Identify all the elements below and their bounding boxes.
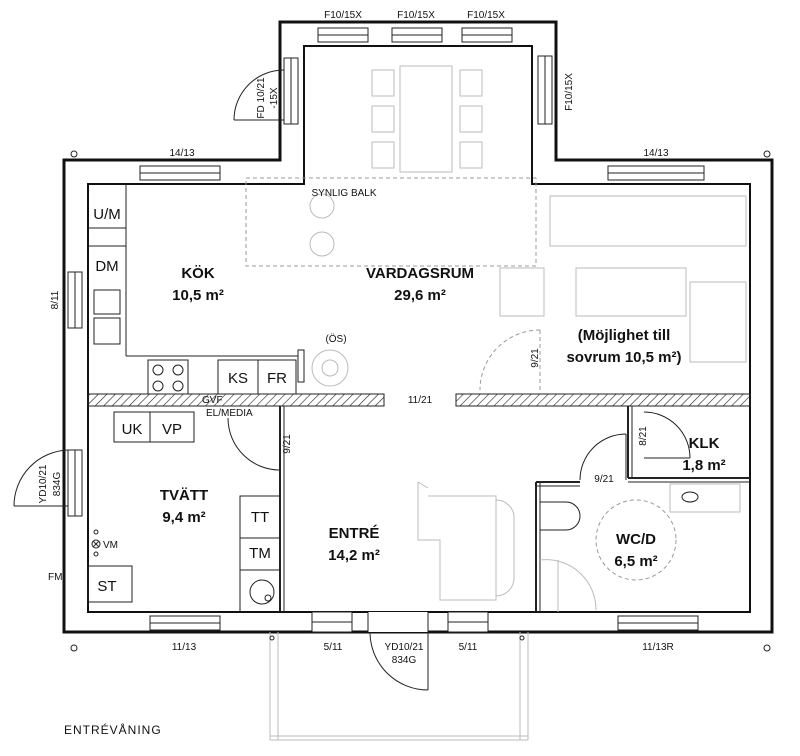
kitchen-counter: [88, 184, 305, 395]
fixture-os: (ÖS): [325, 333, 346, 345]
outer-wall-inner: [87, 45, 751, 613]
fixture-el-media: EL/MEDIA: [206, 408, 253, 419]
window-label-bottom-mid-right: 5/11: [459, 642, 478, 653]
room-entre-name: ENTRÉ: [329, 525, 380, 542]
room-tvatt-name: TVÄTT: [160, 487, 208, 504]
fixture-ks: KS: [228, 370, 248, 387]
door-label-side-1: YD10/21: [38, 464, 49, 503]
fixture-st: ST: [97, 578, 116, 595]
porch: [269, 632, 529, 741]
door-label-bay-1: FD 10/21: [256, 77, 267, 119]
window-label-left-top: 14/13: [169, 148, 194, 159]
room-wcd-name: WC/D: [616, 531, 656, 548]
fixture-tt: TT: [251, 509, 269, 526]
door-label-front-1: YD10/21: [385, 642, 424, 653]
outer-wall-outer: [62, 20, 774, 634]
bay-dining-furniture: [371, 65, 483, 173]
fixture-gvf: GVF: [202, 395, 223, 406]
door-label-klk: 8/21: [638, 426, 649, 446]
fixture-vm: VM: [103, 540, 118, 551]
room-wcd-area: 6,5 m²: [614, 553, 657, 570]
fixture-tm: TM: [249, 545, 271, 562]
door-label-sovrum: 9/21: [530, 348, 541, 368]
window-label-bottom-left: 11/13: [172, 642, 197, 653]
window-label-top-2: F10/15X: [397, 10, 435, 21]
room-tvatt-area: 9,4 m²: [162, 509, 205, 526]
door-label-bay-2: -15X: [269, 87, 280, 108]
wc-fixtures: [539, 483, 741, 612]
floor-caption: ENTRÉVÅNING: [64, 722, 162, 737]
door-bay: [233, 69, 285, 121]
fixture-uk: UK: [122, 421, 143, 438]
fixture-fr: FR: [267, 370, 287, 387]
fixture-fm: FM: [48, 572, 62, 583]
entre-bench: [417, 481, 515, 601]
window-label-right-top: 14/13: [643, 148, 668, 159]
door-label-living-opening: 11/21: [408, 395, 433, 406]
door-front: [369, 631, 429, 691]
door-label-wc: 9/21: [594, 474, 614, 485]
window-top-2: [391, 27, 443, 43]
drain-icon: [249, 579, 275, 605]
window-label-top-1: F10/15X: [324, 10, 362, 21]
window-bottom-mid-left: [311, 611, 353, 633]
room-mojlighet-line1: (Möjlighet till: [578, 327, 670, 344]
window-label-bottom-right: 11/13R: [642, 642, 674, 653]
door-label-side-2: 834G: [52, 472, 63, 497]
window-left-side: [67, 271, 83, 329]
fixture-synlig-balk: SYNLIG BALK: [311, 188, 376, 199]
interior-wall-left: [87, 393, 385, 407]
room-vardagsrum-name: VARDAGSRUM: [366, 265, 474, 282]
window-side-door: [67, 449, 83, 517]
room-kok-area: 10,5 m²: [172, 287, 224, 304]
window-bay-door: [283, 57, 299, 125]
window-label-bottom-mid-left: 5/11: [324, 642, 343, 653]
room-klk-name: KLK: [689, 435, 720, 452]
os-fireplace: [311, 349, 349, 387]
room-kok-name: KÖK: [181, 265, 215, 282]
window-label-left-side: 8/11: [50, 290, 61, 309]
window-left-top: [139, 165, 221, 181]
window-right-bay: [537, 55, 553, 125]
door-entre: [227, 417, 281, 471]
window-bottom-left: [149, 615, 221, 631]
fixture-vp: VP: [162, 421, 182, 438]
door-wc: [579, 433, 627, 481]
window-bottom-mid-right: [447, 611, 489, 633]
room-entre-area: 14,2 m²: [328, 547, 380, 564]
window-label-top-3: F10/15X: [467, 10, 505, 21]
window-top-3: [461, 27, 513, 43]
door-sovrum: [479, 329, 541, 392]
window-bottom-right: [617, 615, 699, 631]
door-label-entre: 9/21: [282, 434, 293, 454]
fixture-um: U/M: [93, 206, 121, 223]
synlig-balk-beam: [245, 177, 537, 267]
interior-wall-right: [455, 393, 751, 407]
door-label-front-2: 834G: [392, 655, 417, 666]
fixture-dm: DM: [95, 258, 118, 275]
window-label-right-bay: F10/15X: [564, 73, 575, 111]
door-klk: [643, 411, 691, 459]
window-right-top: [607, 165, 705, 181]
room-mojlighet-line2: sovrum 10,5 m²): [566, 349, 681, 366]
door-side: [13, 449, 69, 507]
sofa: [499, 195, 747, 363]
room-klk-area: 1,8 m²: [682, 457, 725, 474]
room-vardagsrum-area: 29,6 m²: [394, 287, 446, 304]
window-top-1: [317, 27, 369, 43]
vm-icon: [91, 529, 101, 557]
